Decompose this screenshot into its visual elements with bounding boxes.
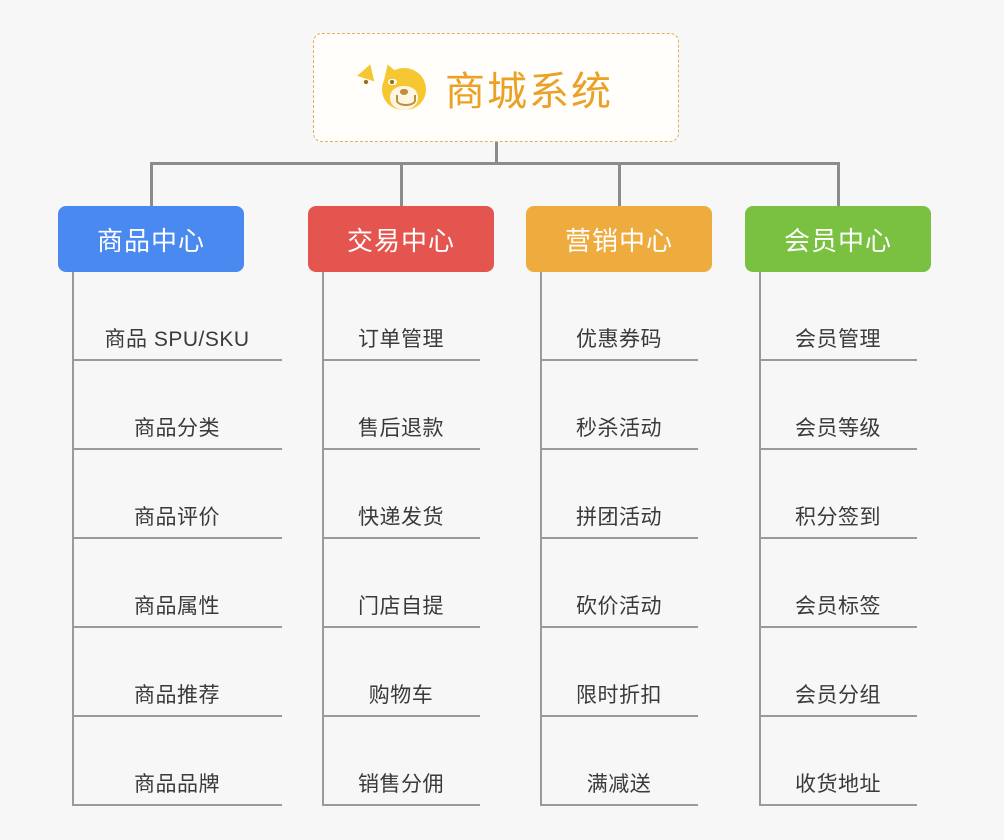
- leaf-item-label: 满减送: [586, 773, 652, 796]
- category-header-member-center[interactable]: 会员中心: [745, 206, 931, 272]
- leaf-item[interactable]: 限时折扣: [540, 628, 698, 717]
- leaf-item[interactable]: 商品品牌: [72, 717, 282, 806]
- connector-root-stem: [494, 142, 498, 165]
- leaf-column-trade-center: 订单管理售后退款快递发货门店自提购物车销售分佣: [322, 272, 480, 806]
- leaf-item-label: 商品评价: [134, 506, 220, 529]
- leaf-item[interactable]: 会员管理: [759, 272, 917, 361]
- leaf-item-label: 秒杀活动: [576, 417, 662, 440]
- leaf-item-label: 拼团活动: [576, 506, 662, 529]
- leaf-item-label: 销售分佣: [358, 773, 444, 796]
- leaf-item-label: 会员标签: [795, 595, 881, 618]
- leaf-item-label: 积分签到: [795, 506, 881, 529]
- category-title: 会员中心: [783, 225, 892, 256]
- leaf-item-label: 快递发货: [358, 506, 444, 529]
- connector-drop-member-center: [836, 162, 840, 206]
- leaf-item[interactable]: 优惠券码: [540, 272, 698, 361]
- leaf-item-label: 商品分类: [134, 417, 220, 440]
- leaf-item[interactable]: 砍价活动: [540, 539, 698, 628]
- leaf-item-label: 优惠券码: [576, 328, 662, 351]
- leaf-spine: [759, 272, 761, 806]
- leaf-item[interactable]: 商品 SPU/SKU: [72, 272, 282, 361]
- leaf-item-label: 收货地址: [795, 773, 881, 796]
- leaf-item[interactable]: 商品分类: [72, 361, 282, 450]
- leaf-item-label: 订单管理: [358, 328, 444, 351]
- leaf-item[interactable]: 收货地址: [759, 717, 917, 806]
- leaf-item-label: 商品推荐: [134, 684, 220, 707]
- leaf-item-label: 商品 SPU/SKU: [104, 328, 250, 351]
- leaf-item-label: 会员等级: [795, 417, 881, 440]
- leaf-item[interactable]: 会员等级: [759, 361, 917, 450]
- leaf-item[interactable]: 秒杀活动: [540, 361, 698, 450]
- leaf-spine: [540, 272, 542, 806]
- category-title: 交易中心: [346, 225, 455, 256]
- leaf-item[interactable]: 拼团活动: [540, 450, 698, 539]
- leaf-column-member-center: 会员管理会员等级积分签到会员标签会员分组收货地址: [759, 272, 917, 806]
- leaf-item-label: 商品品牌: [134, 773, 220, 796]
- category-title: 商品中心: [96, 225, 205, 256]
- leaf-item[interactable]: 会员标签: [759, 539, 917, 628]
- leaf-item-label: 门店自提: [358, 595, 444, 618]
- category-header-trade-center[interactable]: 交易中心: [308, 206, 494, 272]
- leaf-column-marketing-center: 优惠券码秒杀活动拼团活动砍价活动限时折扣满减送: [540, 272, 698, 806]
- leaf-spine: [72, 272, 74, 806]
- leaf-item[interactable]: 会员分组: [759, 628, 917, 717]
- connector-bus: [149, 162, 840, 165]
- connector-drop-product-center: [149, 162, 153, 206]
- leaf-item-label: 砍价活动: [576, 595, 662, 618]
- leaf-item-label: 会员管理: [795, 328, 881, 351]
- leaf-item[interactable]: 订单管理: [322, 272, 480, 361]
- leaf-item[interactable]: 快递发货: [322, 450, 480, 539]
- root-node[interactable]: 商城系统: [313, 33, 679, 142]
- leaf-item-label: 限时折扣: [576, 684, 662, 707]
- connector-drop-trade-center: [399, 162, 403, 206]
- leaf-spine: [322, 272, 324, 806]
- leaf-column-product-center: 商品 SPU/SKU 商品分类商品评价商品属性商品推荐商品品牌: [72, 272, 282, 806]
- leaf-item[interactable]: 积分签到: [759, 450, 917, 539]
- leaf-item-label: 商品属性: [134, 595, 220, 618]
- leaf-item-label: 售后退款: [358, 417, 444, 440]
- leaf-item[interactable]: 满减送: [540, 717, 698, 806]
- leaf-item[interactable]: 门店自提: [322, 539, 480, 628]
- root-title: 商城系统: [445, 69, 613, 114]
- leaf-item[interactable]: 商品评价: [72, 450, 282, 539]
- leaf-item[interactable]: 商品属性: [72, 539, 282, 628]
- leaf-item[interactable]: 购物车: [322, 628, 480, 717]
- category-title: 营销中心: [564, 225, 673, 256]
- leaf-item-label: 会员分组: [795, 684, 881, 707]
- category-header-product-center[interactable]: 商品中心: [58, 206, 244, 272]
- connector-drop-marketing-center: [617, 162, 621, 206]
- leaf-item[interactable]: 售后退款: [322, 361, 480, 450]
- leaf-item[interactable]: 商品推荐: [72, 628, 282, 717]
- category-header-marketing-center[interactable]: 营销中心: [526, 206, 712, 272]
- leaf-item[interactable]: 销售分佣: [322, 717, 480, 806]
- shiba-dog-face-icon: [357, 61, 431, 114]
- leaf-item-label: 购物车: [368, 684, 434, 707]
